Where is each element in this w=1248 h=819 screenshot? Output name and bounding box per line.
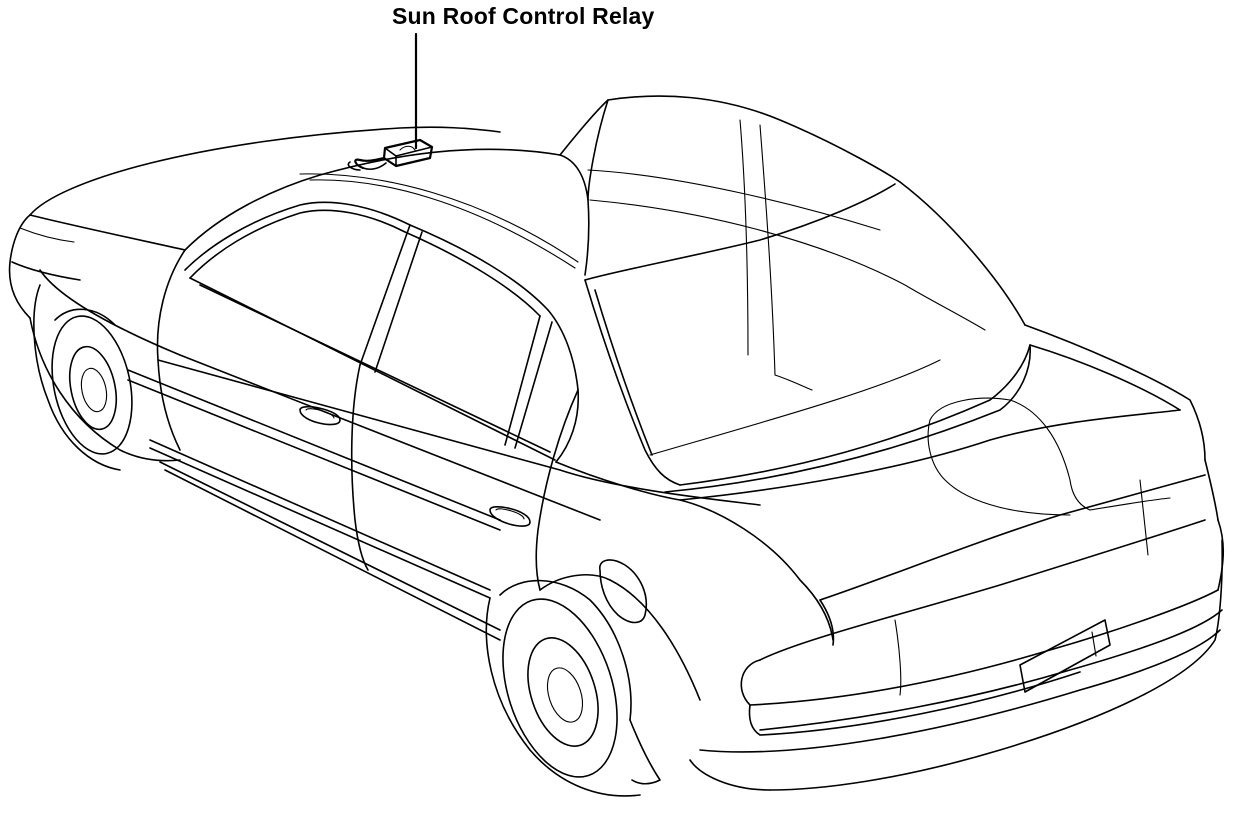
sun-roof-control-relay: [347, 138, 434, 171]
car-body-outline: [8, 95, 1224, 791]
rear-wheel: [485, 579, 661, 797]
front-wheel: [33, 284, 133, 471]
callout-label: Sun Roof Control Relay: [392, 3, 655, 29]
